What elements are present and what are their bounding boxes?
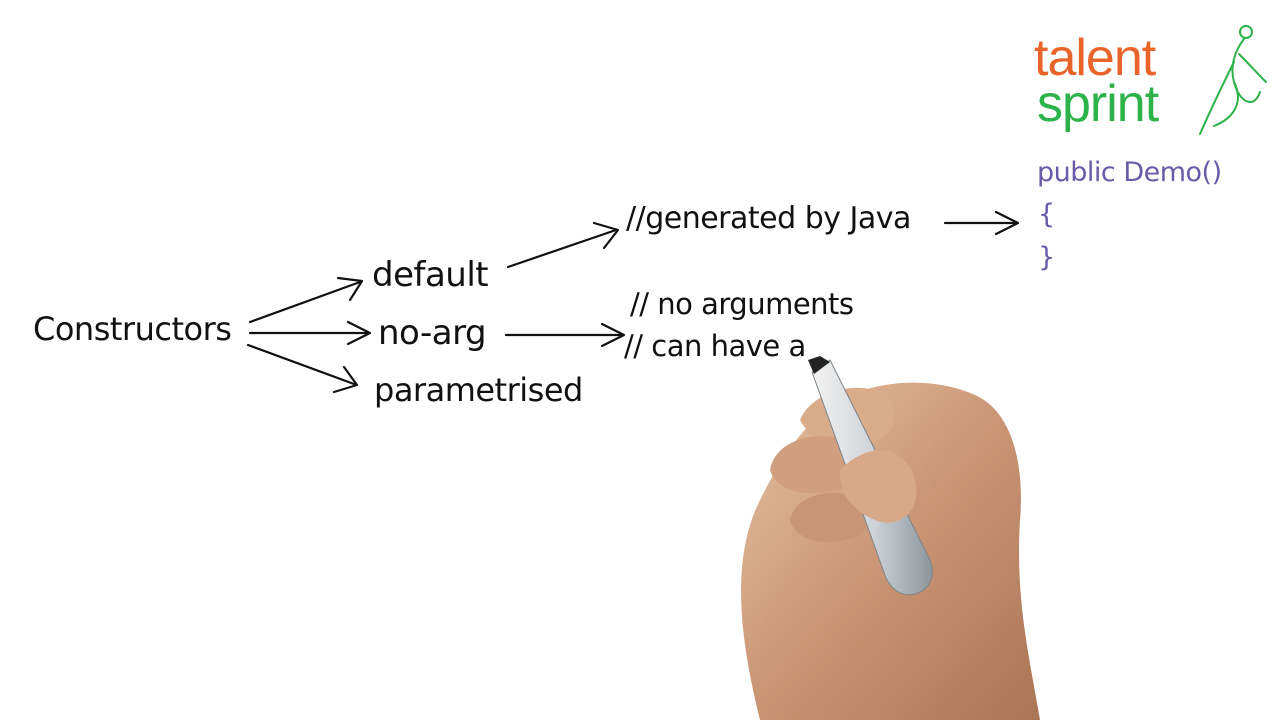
code-close-brace: } — [1038, 242, 1055, 273]
arrow-to-generated — [506, 228, 618, 269]
arrowhead-noarg — [346, 320, 372, 346]
logo-word-talent: talent — [1034, 29, 1156, 87]
arrowhead-generated — [592, 221, 620, 250]
noarg-note-2: // can have a — [624, 329, 806, 363]
talentsprint-logo: talent sprint — [1034, 22, 1274, 142]
default-note: //generated by Java — [626, 201, 911, 236]
code-open-brace: { — [1038, 199, 1055, 230]
arrowhead-parametrised — [332, 365, 359, 394]
branch-no-arg: no-arg — [378, 313, 487, 353]
code-signature: public Demo() — [1037, 157, 1222, 188]
arrow-to-default — [248, 280, 362, 324]
runner-icon — [1199, 25, 1267, 135]
noarg-note-1: // no arguments — [630, 287, 854, 321]
branch-default: default — [372, 255, 489, 295]
arrow-to-parametrised — [246, 343, 356, 386]
root-label: Constructors — [33, 310, 232, 348]
arrowhead-default — [336, 276, 364, 302]
arrowhead-notes — [600, 322, 626, 348]
branch-parametrised: parametrised — [374, 371, 583, 409]
arrowhead-code — [994, 210, 1020, 236]
logo-word-sprint: sprint — [1037, 75, 1159, 133]
